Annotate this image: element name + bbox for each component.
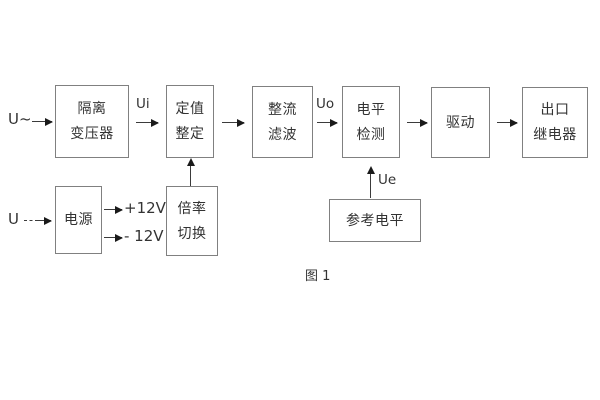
arrow-drive-to-output-relay (497, 118, 518, 127)
block-rectify-filter-line2: 滤波 (268, 126, 297, 143)
arrow-dc-input-to-power-supply (38, 216, 52, 225)
block-level-detection-line1: 电平 (356, 101, 386, 118)
block-output-relay-line1: 出口 (540, 102, 570, 118)
arrow-level-detection-to-drive (407, 118, 428, 127)
block-power-supply-line1: 电源 (64, 212, 93, 228)
block-reference-level: 参考电平 (329, 199, 421, 242)
figure-caption: 图 1 (305, 269, 331, 284)
block-level-detection: 电平 检测 (342, 86, 400, 158)
signal-label-ui: Ui (136, 96, 150, 112)
block-setting-adjust: 定值 整定 (166, 85, 214, 158)
block-rectify-filter: 整流 滤波 (252, 86, 313, 158)
block-reference-level-line1: 参考电平 (346, 212, 404, 229)
block-setting-adjust-line1: 定值 (175, 101, 205, 117)
block-multiplier-switch: 倍率 切换 (166, 186, 218, 256)
block-output-relay: 出口 继电器 (522, 87, 588, 158)
block-isolation-transformer: 隔离 变压器 (55, 85, 129, 158)
block-power-supply: 电源 (55, 186, 102, 254)
rail-negative-label: - 12V (124, 227, 164, 245)
rail-positive-label: +12V (124, 199, 166, 217)
arrow-isolation-transformer-to-setting-adjust (136, 118, 159, 127)
block-drive: 驱动 (431, 87, 490, 158)
arrow-ac-input-to-isolation-transformer (32, 117, 53, 126)
arrow-multiplier-switch-to-setting-adjust (186, 158, 195, 186)
dc-input-label: U (8, 210, 19, 228)
arrow-rectify-filter-to-level-detection (317, 118, 338, 127)
signal-label-uo: Uo (316, 96, 335, 112)
arrow-reference-level-to-level-detection (366, 166, 375, 198)
block-isolation-transformer-line2: 变压器 (70, 126, 114, 142)
block-rectify-filter-line1: 整流 (268, 101, 297, 118)
ac-input-label: U~ (8, 110, 32, 128)
block-drive-line1: 驱动 (446, 114, 475, 131)
signal-label-ue: Ue (378, 172, 397, 188)
dc-input-dashed-lead (24, 220, 38, 221)
block-isolation-transformer-line1: 隔离 (77, 101, 107, 117)
arrow-rail-positive (104, 205, 123, 214)
arrow-rail-negative (104, 233, 123, 242)
arrow-setting-adjust-to-rectify-filter (222, 118, 245, 127)
block-level-detection-line2: 检测 (356, 126, 386, 143)
block-multiplier-switch-line2: 切换 (177, 225, 207, 242)
block-multiplier-switch-line1: 倍率 (177, 200, 207, 217)
block-setting-adjust-line2: 整定 (175, 126, 205, 142)
block-output-relay-line2: 继电器 (533, 127, 577, 143)
